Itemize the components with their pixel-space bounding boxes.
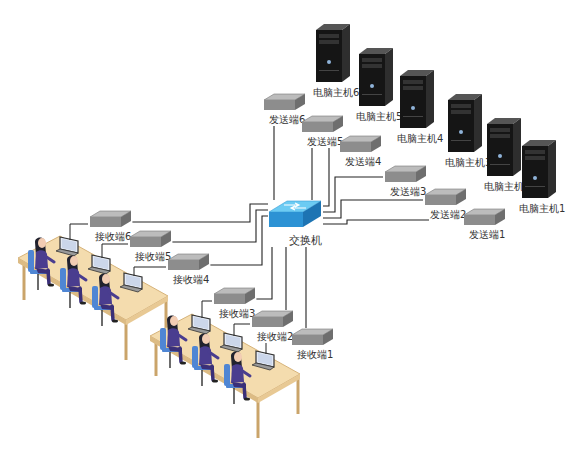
- extender-node: 接收端6: [88, 210, 132, 243]
- extender-node: 发送端4: [338, 135, 382, 168]
- device-label: 发送端3: [389, 186, 427, 198]
- kvm-extender: [262, 93, 306, 113]
- operator: [192, 334, 218, 387]
- device-label: 电脑主机3: [444, 157, 492, 169]
- network-cable: [285, 247, 286, 310]
- extender-node: 接收端1: [290, 328, 334, 361]
- cable: [70, 224, 88, 240]
- cable: [234, 324, 250, 336]
- device-label: 接收端2: [256, 331, 294, 343]
- kvm-extender: [462, 208, 506, 228]
- device-label: 电脑主机4: [396, 133, 444, 145]
- kvm-extender: [88, 210, 132, 230]
- kvm-extender: [290, 328, 334, 348]
- computer-host: 电脑主机1: [520, 138, 566, 215]
- kvm-extender: [250, 310, 294, 330]
- extender-node: 接收端2: [250, 310, 294, 343]
- computer-tower: [314, 22, 352, 84]
- computer-host: 电脑主机6: [314, 22, 360, 99]
- computer-host: 电脑主机4: [398, 68, 444, 145]
- device-label: 接收端4: [172, 274, 210, 286]
- device-label: 电脑主机5: [355, 111, 403, 123]
- kvm-extender: [128, 230, 172, 250]
- device-label: 接收端1: [296, 349, 334, 361]
- extender-node: 接收端4: [166, 253, 210, 286]
- computer-tower: [357, 46, 395, 108]
- extender-node: 接收端3: [212, 287, 256, 320]
- cable: [134, 267, 166, 276]
- device-label: 发送端1: [468, 229, 506, 241]
- laptop: [188, 315, 210, 334]
- network-cable: [172, 210, 268, 242]
- laptop: [120, 273, 142, 292]
- operator: [92, 274, 118, 327]
- device-label: 电脑主机6: [312, 87, 360, 99]
- computer-host: 电脑主机3: [446, 92, 492, 169]
- device-label: 发送端2: [429, 209, 467, 221]
- kvm-extender: [166, 253, 210, 273]
- network-cable: [323, 200, 423, 218]
- computer-tower: [398, 68, 436, 130]
- device-label: 发送端6: [268, 114, 306, 126]
- kvm-extender: [423, 188, 467, 208]
- operator: [224, 352, 250, 405]
- switch-node: 交换机: [268, 200, 323, 247]
- device-label: 发送端5: [306, 136, 344, 148]
- cable: [266, 342, 290, 354]
- cable: [102, 244, 128, 258]
- kvm-extender: [212, 287, 256, 307]
- network-cable: [256, 247, 272, 299]
- network-cable: [210, 216, 268, 265]
- network-cable: [273, 126, 274, 200]
- extender-node: 接收端5: [128, 230, 172, 263]
- device-label: 接收端3: [218, 308, 256, 320]
- extender-node: 发送端1: [462, 208, 506, 241]
- network-cable: [132, 204, 268, 222]
- kvm-extender: [338, 135, 382, 155]
- device-label: 接收端5: [134, 251, 172, 263]
- operator: [60, 256, 86, 309]
- kvm-extender: [383, 165, 427, 185]
- extender-node: 发送端5: [300, 115, 344, 148]
- computer-tower: [520, 138, 558, 200]
- operator: [28, 238, 54, 291]
- network-cable: [305, 247, 306, 328]
- device-label: 电脑主机1: [518, 203, 566, 215]
- device-label: 接收端6: [94, 231, 132, 243]
- computer-host: 电脑主机5: [357, 46, 403, 123]
- laptop: [220, 333, 242, 352]
- network-switch: [268, 200, 322, 232]
- device-label: 发送端4: [344, 156, 382, 168]
- laptop: [252, 351, 274, 370]
- network-cable: [323, 177, 383, 212]
- extender-node: 发送端3: [383, 165, 427, 198]
- right-desk: [150, 314, 300, 438]
- network-cable: [311, 148, 312, 200]
- extender-node: 发送端6: [262, 93, 306, 126]
- computer-tower: [446, 92, 484, 154]
- operator: [160, 316, 186, 369]
- extender-node: 发送端2: [423, 188, 467, 221]
- kvm-extender: [300, 115, 344, 135]
- device-label: 交换机: [288, 234, 323, 247]
- laptop: [56, 237, 78, 256]
- computer-tower: [485, 116, 523, 178]
- laptop: [88, 255, 110, 274]
- cable: [202, 301, 212, 318]
